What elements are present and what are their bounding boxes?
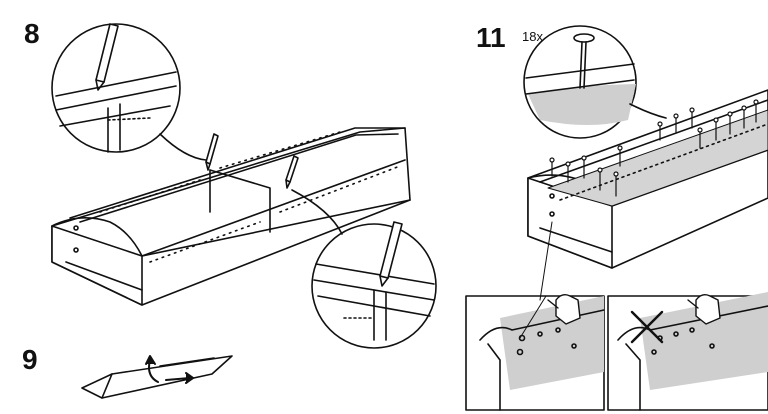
step-9-panel [81,355,233,399]
hand-pressing-icon [547,293,581,325]
rotate-arrow-icon [145,355,194,384]
nail-icon [573,33,595,89]
pencil-icon [285,155,299,189]
step-11-number: 11 [476,22,506,53]
step-8-zoom-circle-bottom [291,189,437,349]
step-9-number: 9 [22,344,38,375]
pencil-icon [205,133,219,171]
step-8-zoom-circle-top [51,23,207,161]
step-8-drawer-frame [51,127,411,306]
step-8-number: 8 [24,18,40,49]
step-11-incorrect-detail-panel [607,292,768,411]
step-11-drawer-frame [527,89,768,269]
nail-icon [549,99,759,197]
step-11-zoom-circle [523,25,667,139]
cross-mark-icon [630,310,664,344]
step-11-correct-detail-panel [465,293,605,411]
hand-pressing-icon [687,293,721,325]
nail-quantity: 18x [522,29,543,44]
